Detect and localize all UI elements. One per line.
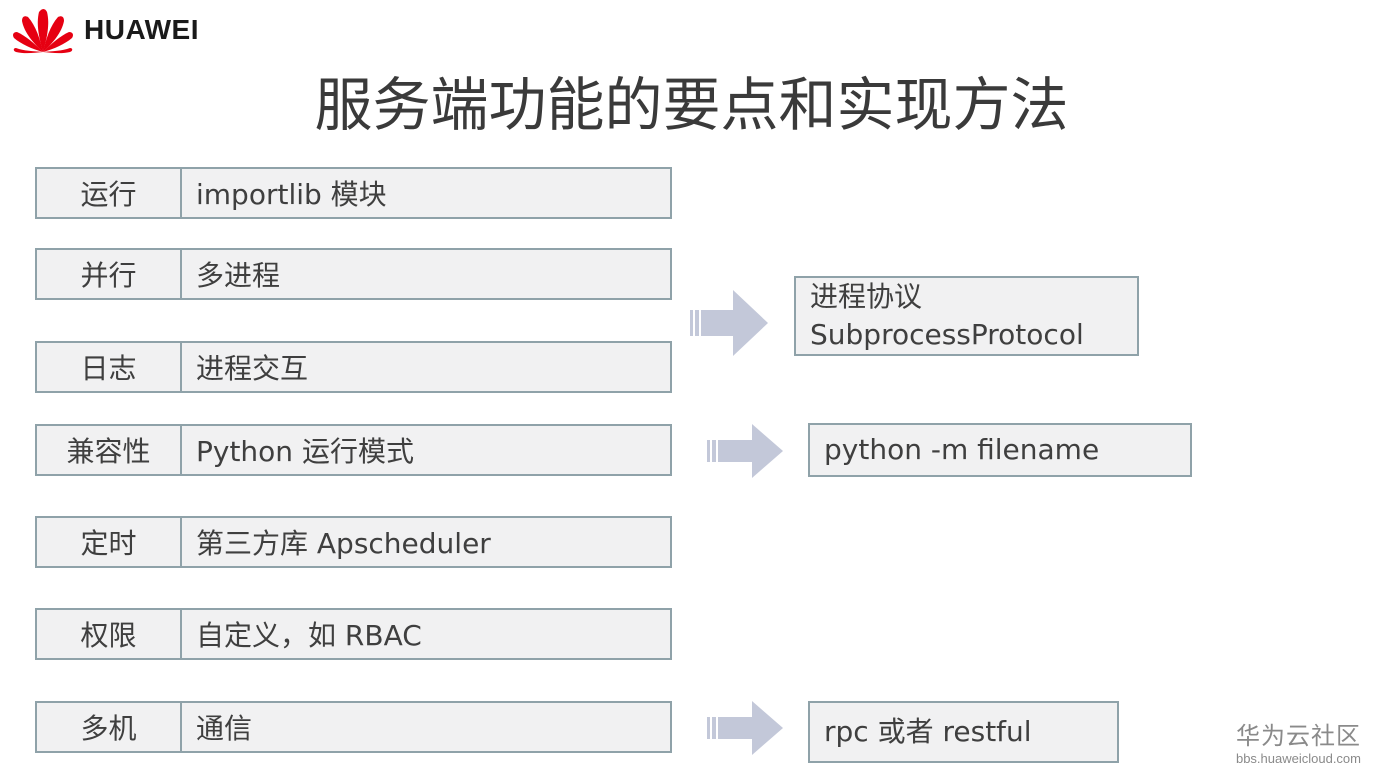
feature-value: 通信 — [180, 701, 672, 753]
feature-key: 运行 — [35, 167, 182, 219]
feature-key: 多机 — [35, 701, 182, 753]
watermark: 华为云社区 bbs.huaweicloud.com — [1236, 716, 1361, 766]
result-line: SubprocessProtocol — [810, 318, 1084, 351]
feature-key: 并行 — [35, 248, 182, 300]
slide-title: 服务端功能的要点和实现方法 — [314, 71, 1069, 139]
huawei-logo: HUAWEI — [12, 6, 199, 54]
feature-row-log: 日志 进程交互 — [35, 341, 672, 393]
feature-row-run: 运行 importlib 模块 — [35, 167, 672, 219]
feature-key: 权限 — [35, 608, 182, 660]
result-box-python-m: python -m filename — [808, 423, 1192, 477]
feature-row-multi: 多机 通信 — [35, 701, 672, 753]
result-box-rpc: rpc 或者 restful — [808, 701, 1119, 763]
feature-key: 兼容性 — [35, 424, 182, 476]
result-line: python -m filename — [824, 433, 1100, 466]
feature-row-compat: 兼容性 Python 运行模式 — [35, 424, 672, 476]
feature-value: Python 运行模式 — [180, 424, 672, 476]
watermark-main: 华为云社区 — [1236, 722, 1361, 750]
feature-value: 第三方库 Apscheduler — [180, 516, 672, 568]
right-arrow-icon — [707, 701, 783, 755]
feature-value: 多进程 — [180, 248, 672, 300]
watermark-url: bbs.huaweicloud.com — [1235, 751, 1361, 766]
right-arrow-icon — [707, 424, 783, 478]
feature-row-parallel: 并行 多进程 — [35, 248, 672, 300]
feature-row-timer: 定时 第三方库 Apscheduler — [35, 516, 672, 568]
result-line: rpc 或者 restful — [824, 715, 1032, 748]
feature-row-permission: 权限 自定义，如 RBAC — [35, 608, 672, 660]
feature-value: 自定义，如 RBAC — [180, 608, 672, 660]
brand-name: HUAWEI — [84, 14, 199, 45]
result-box-subprocess: 进程协议 SubprocessProtocol — [794, 276, 1139, 356]
right-arrow-icon — [690, 290, 768, 356]
result-line: 进程协议 — [810, 280, 923, 313]
feature-key: 定时 — [35, 516, 182, 568]
feature-key: 日志 — [35, 341, 182, 393]
huawei-flower-icon — [13, 9, 73, 54]
feature-value: 进程交互 — [180, 341, 672, 393]
feature-value: importlib 模块 — [180, 167, 672, 219]
